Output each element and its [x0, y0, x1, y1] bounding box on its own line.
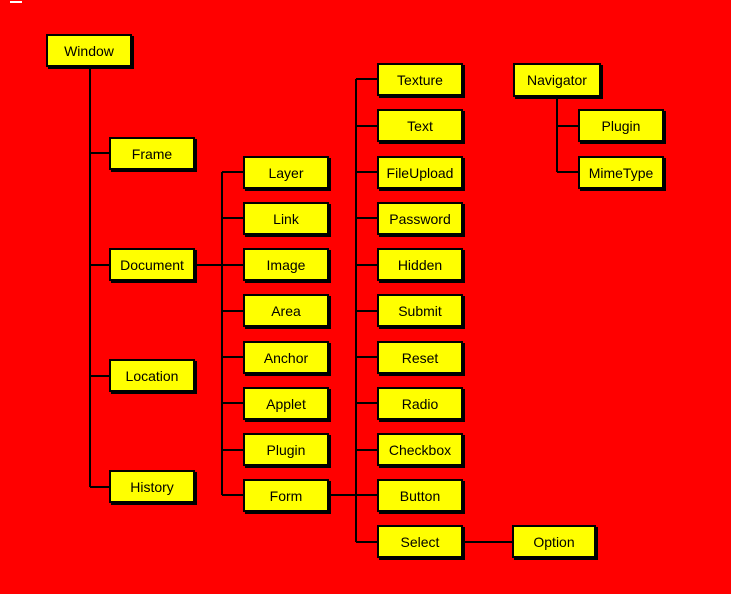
- node-radio: Radio: [377, 387, 463, 420]
- node-password: Password: [377, 202, 463, 235]
- node-layer: Layer: [243, 156, 329, 189]
- node-frame: Frame: [109, 137, 195, 170]
- node-option: Option: [512, 525, 596, 558]
- node-button: Button: [377, 479, 463, 512]
- node-location: Location: [109, 359, 195, 392]
- node-texture: Texture: [377, 63, 463, 96]
- node-submit: Submit: [377, 294, 463, 327]
- node-document: Document: [109, 248, 195, 281]
- node-window: Window: [46, 34, 132, 67]
- node-plugin: Plugin: [243, 433, 329, 466]
- node-link: Link: [243, 202, 329, 235]
- node-hidden: Hidden: [377, 248, 463, 281]
- node-history: History: [109, 470, 195, 503]
- node-form: Form: [243, 479, 329, 512]
- corner-mark: [10, 1, 22, 3]
- node-navigator-plugin: Plugin: [578, 109, 664, 142]
- node-text: Text: [377, 109, 463, 142]
- node-mimetype: MimeType: [578, 156, 664, 189]
- node-fileupload: FileUpload: [377, 156, 463, 189]
- node-anchor: Anchor: [243, 341, 329, 374]
- node-checkbox: Checkbox: [377, 433, 463, 466]
- node-area: Area: [243, 294, 329, 327]
- node-image: Image: [243, 248, 329, 281]
- node-select: Select: [377, 525, 463, 558]
- node-navigator: Navigator: [513, 63, 601, 97]
- node-reset: Reset: [377, 341, 463, 374]
- node-applet: Applet: [243, 387, 329, 420]
